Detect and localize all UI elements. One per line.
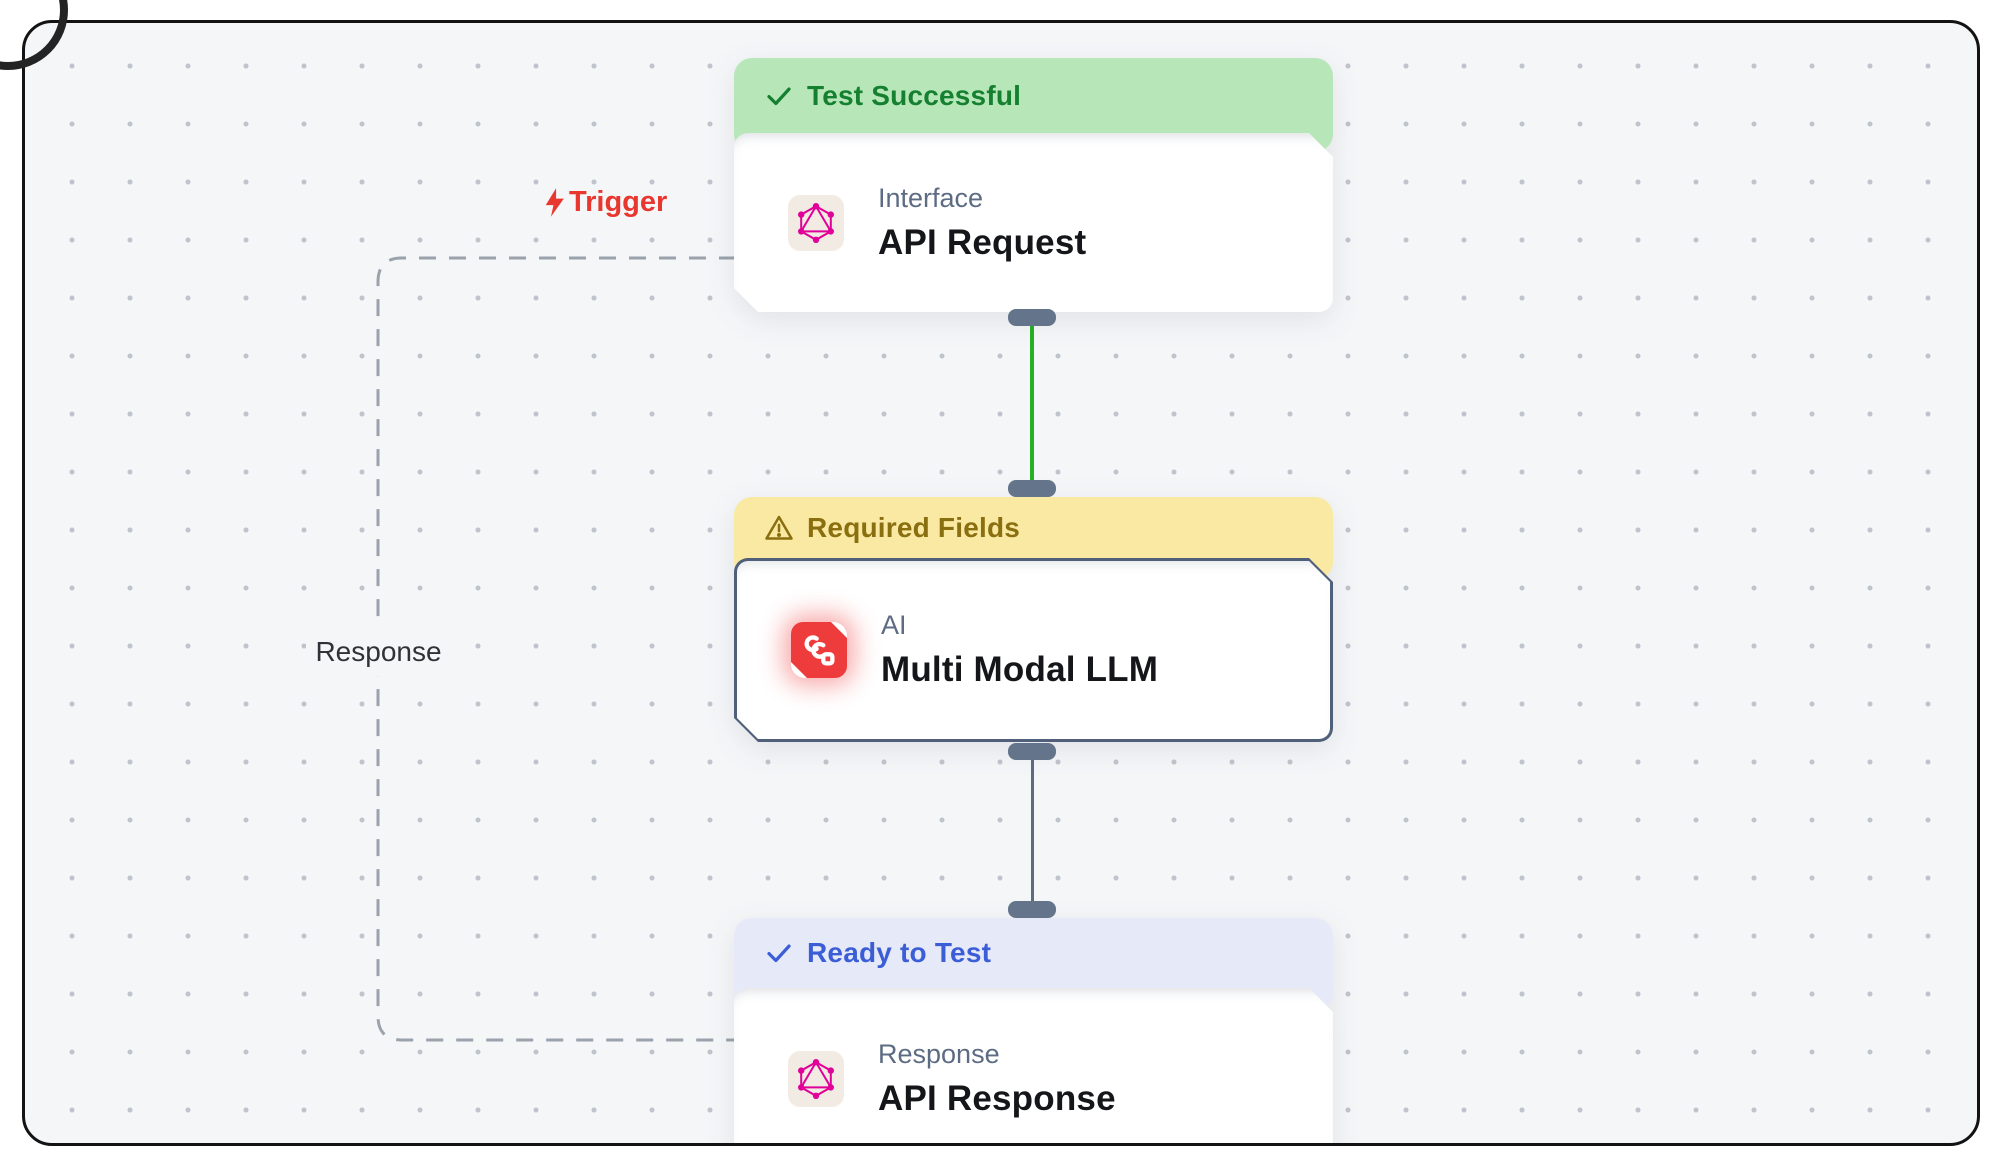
edge-request-to-llm[interactable]: [1030, 324, 1034, 482]
handle-llm-output[interactable]: [1008, 743, 1056, 760]
trigger-label-text: Trigger: [569, 186, 668, 218]
handle-request-output[interactable]: [1008, 309, 1056, 326]
status-label: Required Fields: [807, 511, 1021, 543]
node-api-request[interactable]: Test Successful: [734, 58, 1333, 312]
response-trigger-loop-edge[interactable]: [376, 256, 736, 1042]
flow-canvas[interactable]: Test Successful: [22, 20, 1980, 1146]
node-title: API Response: [878, 1079, 1116, 1118]
edge-llm-to-response[interactable]: [1031, 758, 1034, 903]
multimodal-ai-icon: [791, 622, 847, 678]
node-card[interactable]: Response API Response: [734, 988, 1333, 1146]
node-multi-modal-llm[interactable]: Required Fields: [734, 497, 1333, 742]
trigger-edge-label: Trigger: [540, 186, 667, 219]
response-edge-label: Response: [306, 628, 451, 676]
node-card[interactable]: Interface API Request: [734, 133, 1333, 312]
node-title: API Request: [878, 222, 1087, 262]
node-category: AI: [881, 610, 907, 640]
node-card-selected[interactable]: AI Multi Modal LLM: [734, 558, 1333, 742]
lightning-bolt-icon: [540, 187, 567, 218]
handle-response-input[interactable]: [1008, 901, 1056, 918]
node-title: Multi Modal LLM: [881, 650, 1159, 689]
node-category: Interface: [878, 182, 984, 213]
edge-layer: [376, 256, 736, 1042]
status-label: Test Successful: [807, 79, 1022, 111]
graphql-icon: [788, 195, 844, 251]
node-category: Response: [878, 1039, 1000, 1069]
status-label: Ready to Test: [807, 937, 992, 968]
flow-world: Test Successful: [25, 23, 1977, 1146]
warning-icon: [764, 513, 794, 543]
check-icon: [764, 81, 794, 111]
graphql-icon: [788, 1051, 844, 1107]
check-icon: [764, 938, 794, 968]
node-api-response[interactable]: Ready to Test: [734, 918, 1333, 1146]
handle-llm-input[interactable]: [1008, 480, 1056, 497]
